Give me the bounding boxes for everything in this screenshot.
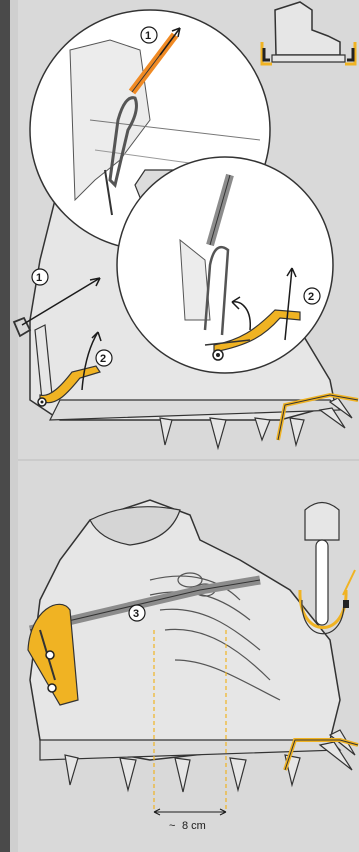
boot-corner-icon [258, 0, 355, 70]
zoom-circle-lever: 2 [117, 157, 333, 373]
step-marker-1b: 1 [145, 30, 151, 42]
step-marker-2a: 2 [100, 353, 106, 365]
step-marker-2b: 2 [308, 291, 314, 303]
step-marker-3: 3 [133, 608, 139, 620]
measurement-value: 8 cm [182, 820, 206, 832]
left-margin-bar [0, 0, 10, 852]
measurement-symbol: ~ [169, 820, 175, 832]
step-marker-1a: 1 [36, 272, 42, 284]
bottom-boot: ~ 8 cm 3 [28, 500, 358, 832]
left-margin-strip [10, 0, 18, 852]
